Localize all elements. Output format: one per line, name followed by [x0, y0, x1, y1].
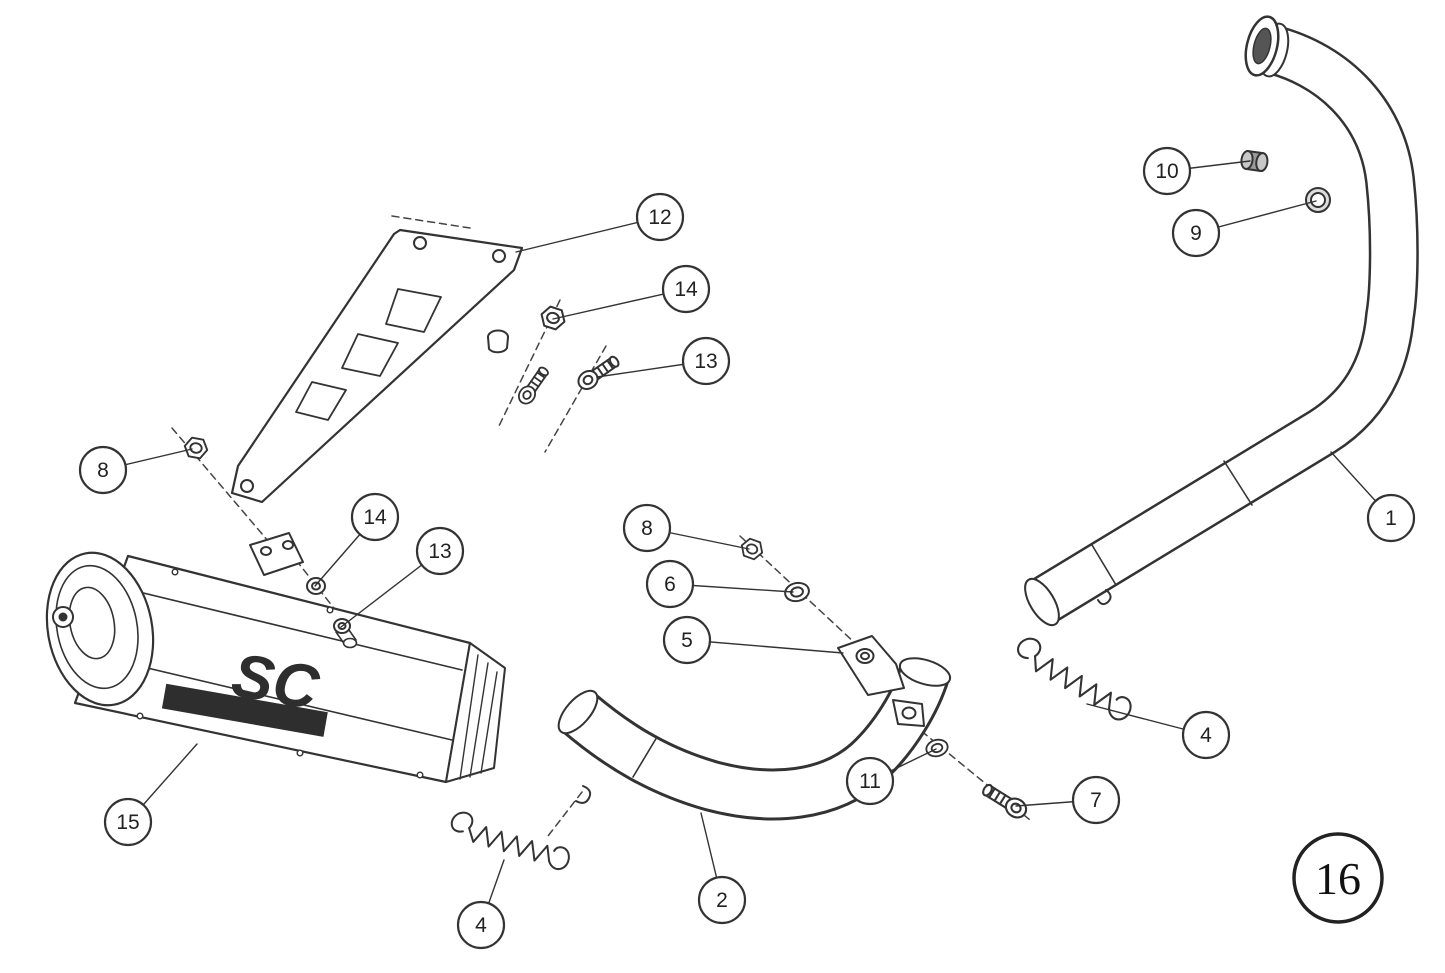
- callout-1: 1: [1366, 493, 1416, 543]
- callout-14-muffler: 14: [350, 492, 400, 542]
- callout-11: 11: [845, 756, 895, 806]
- bracket-cutout-3: [295, 381, 347, 421]
- header-pipe-weld-2: [1091, 544, 1117, 586]
- callout-10-label: 10: [1155, 160, 1178, 183]
- rivet: [171, 568, 179, 576]
- axis-bracket-top: [391, 215, 471, 229]
- callout-6: 6: [645, 559, 695, 609]
- mid-pipe-weld: [632, 736, 658, 778]
- header-pipe-inlet-flange: [1244, 15, 1290, 78]
- spring-hook-header: [1097, 589, 1112, 606]
- callout-13-muffler: 13: [415, 526, 465, 576]
- header-pipe-weld-1: [1223, 460, 1253, 506]
- muffler-inlet-sleeve: [445, 642, 506, 783]
- mid-pipe-body: [563, 664, 948, 818]
- spacer-bushing-10: [1240, 150, 1269, 173]
- bracket-hole-bottom: [240, 479, 254, 493]
- mid-pipe-inlet-end: [557, 689, 599, 735]
- rivet: [296, 749, 304, 757]
- mid-pipe: [557, 635, 952, 821]
- bracket-cutout-1: [385, 288, 442, 333]
- muffler-mount-tab: [249, 532, 304, 576]
- collar-cap-upper: [487, 329, 509, 354]
- pipe-tab-lower: [892, 699, 925, 727]
- bracket-cutout-2: [341, 333, 399, 377]
- callout-15-label: 15: [116, 811, 139, 834]
- callout-12: 12: [635, 192, 685, 242]
- muffler-end-cap: [45, 551, 155, 707]
- rivet: [416, 771, 424, 779]
- flange-nut-8-left: [182, 435, 210, 461]
- muffler-logo-banner: [161, 683, 328, 737]
- mid-pipe-outlet-end: [898, 657, 952, 687]
- callouts: 12 14 13 8 10 9: [78, 146, 1416, 950]
- callout-7-label: 7: [1090, 789, 1102, 812]
- callout-14-upper: 14: [661, 264, 711, 314]
- axis-bottom-spring: [547, 791, 583, 837]
- callout-4-right-label: 4: [1200, 724, 1212, 747]
- page-badge-label: 16: [1315, 853, 1361, 904]
- socket-bolt-13-upper-b: [514, 363, 553, 408]
- callout-8-mid: 8: [622, 503, 672, 553]
- callout-5: 5: [662, 615, 712, 665]
- muffler-logo: SC: [161, 641, 328, 737]
- mounting-bracket: [230, 228, 524, 504]
- axis-pipe-bracket-fasteners: [739, 535, 887, 673]
- callout-4-bottom-label: 4: [475, 914, 487, 937]
- pipe-bracket-5: [837, 635, 905, 696]
- muffler: SC: [45, 532, 592, 804]
- callout-8-mid-label: 8: [641, 517, 653, 540]
- sleeve-stripe-2: [469, 662, 489, 778]
- callout-12-label: 12: [648, 206, 671, 229]
- callout-13-muffler-label: 13: [428, 540, 451, 563]
- callout-7: 7: [1071, 775, 1121, 825]
- bracket-hole-top-right: [492, 249, 506, 263]
- callout-4-right: 4: [1181, 710, 1231, 760]
- header-pipe-outlet-end: [1024, 577, 1060, 627]
- axis-upper-fasteners-2: [544, 345, 607, 453]
- callout-2-label: 2: [716, 889, 728, 912]
- header-pipe: [1024, 15, 1419, 627]
- page-badge: 16: [1292, 832, 1384, 924]
- rivet: [136, 712, 144, 720]
- callout-1-label: 1: [1385, 507, 1397, 530]
- spring-bottom: [446, 808, 574, 873]
- callout-13-upper-label: 13: [694, 350, 717, 373]
- callout-15: 15: [103, 797, 153, 847]
- hex-nut-14-upper: [537, 303, 569, 333]
- callout-5-label: 5: [681, 629, 693, 652]
- callout-8-left-label: 8: [97, 459, 109, 482]
- callout-14-muffler-label: 14: [363, 506, 387, 529]
- callout-4-bottom: 4: [456, 900, 506, 950]
- callout-6-label: 6: [664, 573, 676, 596]
- sleeve-stripe-3: [480, 671, 498, 774]
- callout-10: 10: [1142, 146, 1192, 196]
- callout-8-left: 8: [78, 445, 128, 495]
- spring-right: [1010, 633, 1139, 725]
- socket-bolt-7: [978, 779, 1031, 823]
- callout-14-upper-label: 14: [674, 278, 698, 301]
- sleeve-stripe-1: [459, 654, 479, 780]
- gasket-ring-9: [1305, 187, 1331, 213]
- button-bolt-14-muffler: [306, 577, 326, 595]
- callout-9-label: 9: [1190, 222, 1202, 245]
- callout-13-upper: 13: [681, 336, 731, 386]
- muffler-facet-line-1: [105, 583, 463, 671]
- bracket-hole-top-left: [413, 236, 427, 250]
- header-pipe-body: [1030, 26, 1417, 622]
- callout-9: 9: [1171, 208, 1221, 258]
- washer-11: [923, 736, 951, 760]
- spring-hook-muffler: [575, 785, 592, 804]
- callout-2: 2: [697, 875, 747, 925]
- callout-11-label: 11: [859, 770, 881, 793]
- flange-nut-8-mid: [737, 535, 767, 563]
- rivet: [326, 606, 334, 614]
